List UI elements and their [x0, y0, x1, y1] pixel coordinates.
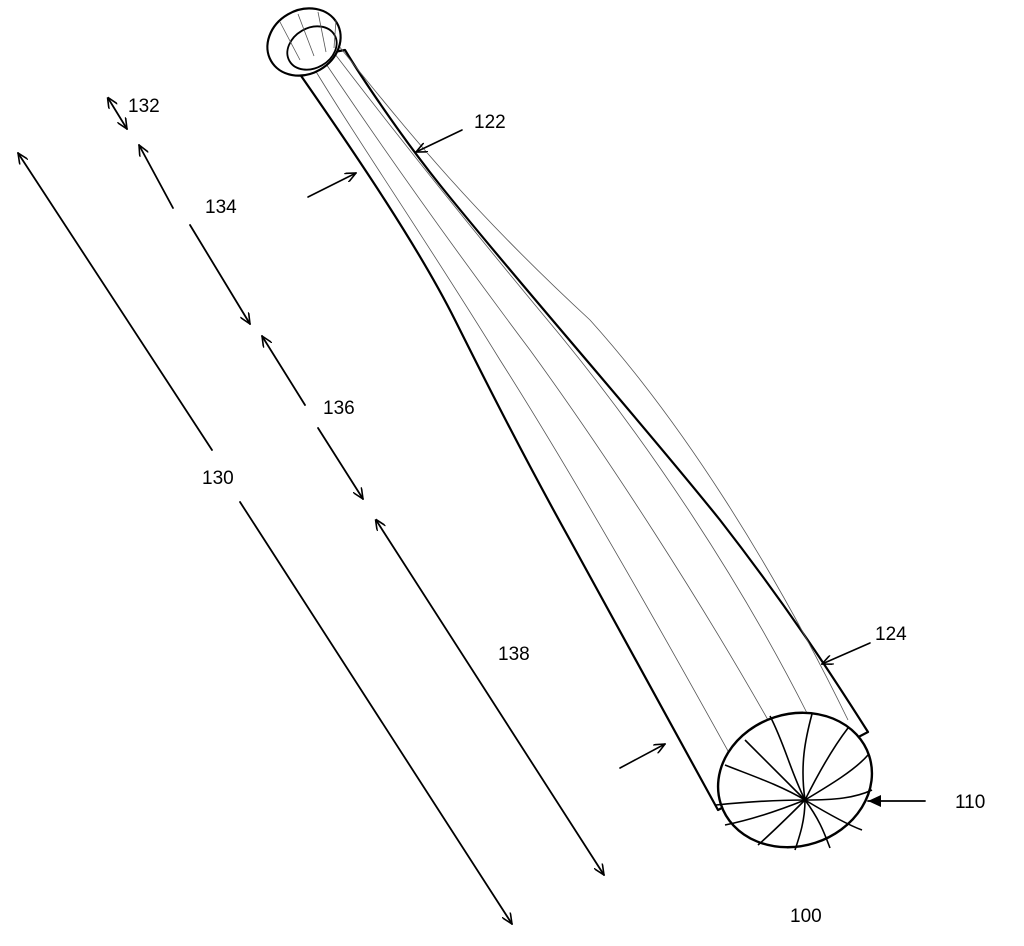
dimension-130-upper [18, 153, 213, 451]
bat-facet-line [309, 39, 769, 721]
leader-arrow-barrel-diameter [619, 744, 665, 769]
bat-body-outline [288, 48, 870, 812]
label-124: 124 [875, 624, 907, 645]
dimension-136-lower [317, 427, 363, 499]
label-110: 110 [955, 792, 985, 813]
bat-knob-facet [297, 13, 315, 57]
label-138: 138 [498, 644, 530, 665]
bat [266, 7, 874, 851]
bat-knob-facet [279, 21, 301, 61]
end-cap-spokes [715, 713, 873, 851]
dimension-138 [376, 520, 604, 875]
bat-facet-line [321, 36, 809, 716]
label-130: 130 [202, 468, 234, 489]
label-134: 134 [205, 197, 237, 218]
dimension-136-upper [262, 336, 306, 406]
leader-arrow-handle-diameter [307, 173, 356, 198]
bat-facet-line [333, 39, 849, 721]
label-100: 100 [790, 906, 822, 927]
label-132: 132 [128, 96, 160, 117]
bat-facet-line [299, 44, 734, 761]
label-122: 122 [474, 112, 506, 133]
bat-knob-facet [333, 19, 337, 49]
leader-arrow-122 [416, 129, 463, 152]
bat-knob-facet [317, 11, 327, 53]
dimension-134-upper [139, 145, 174, 209]
dimension-130-lower [239, 501, 512, 924]
leader-arrow-124 [822, 642, 871, 664]
dimension-132 [108, 98, 127, 129]
dimension-134-lower [189, 224, 250, 324]
label-136: 136 [323, 398, 355, 419]
